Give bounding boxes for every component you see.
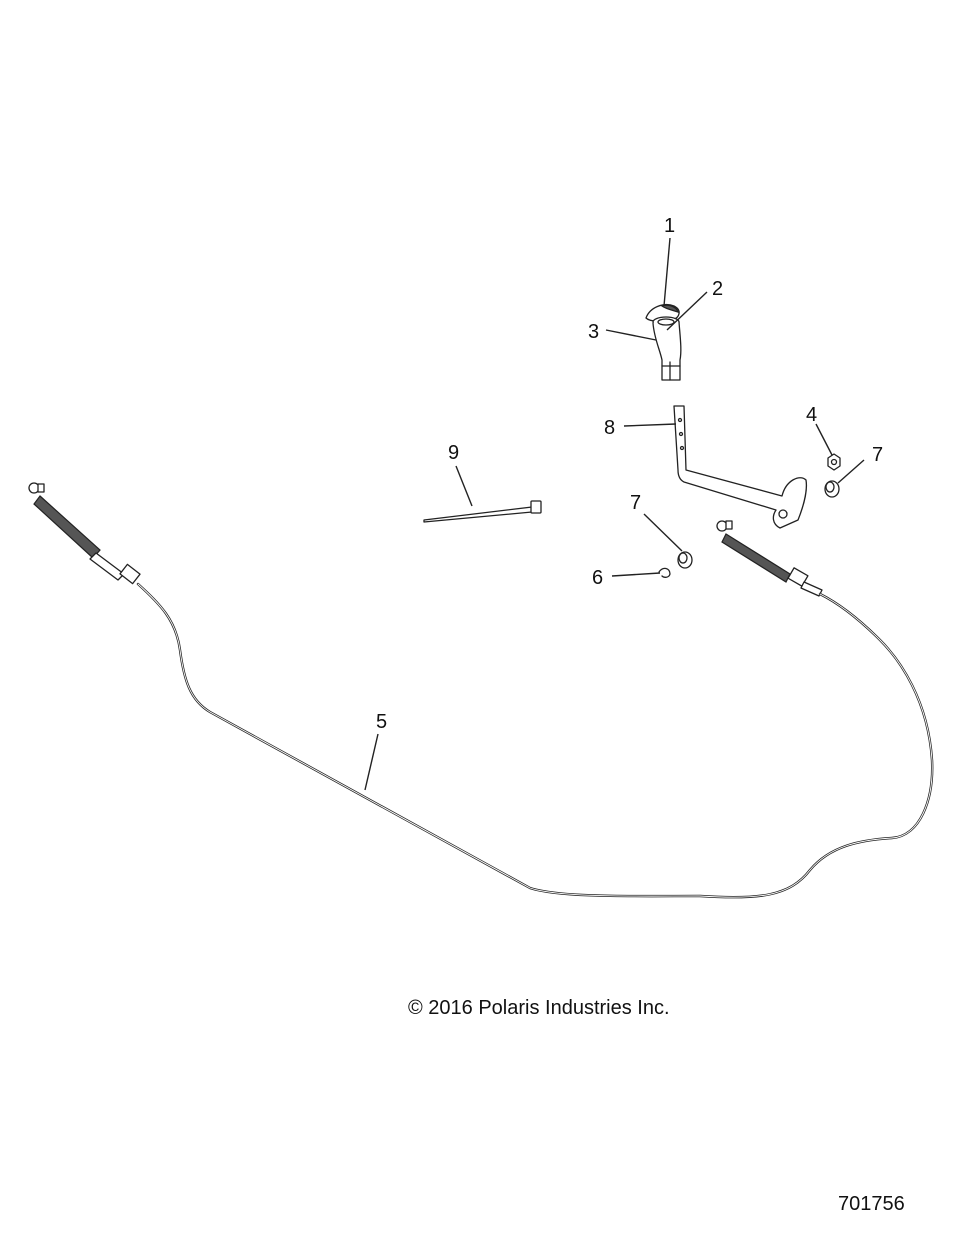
part-7-bushing-right — [824, 480, 840, 498]
part-7-bushing-lower — [677, 551, 693, 569]
callout-8: 8 — [604, 417, 615, 439]
drawing-number: 701756 — [838, 1193, 905, 1215]
part-8-shift-lever — [673, 405, 808, 529]
leader-8 — [623, 423, 677, 427]
callout-2: 2 — [712, 278, 723, 300]
part-3-shift-knob — [652, 316, 682, 381]
leader-2 — [666, 291, 708, 331]
callout-6: 6 — [592, 567, 603, 589]
leader-5 — [364, 733, 379, 791]
callout-5: 5 — [376, 711, 387, 733]
callout-3: 3 — [588, 321, 599, 343]
leader-9 — [455, 465, 473, 507]
leader-7b — [643, 513, 683, 552]
callout-9: 9 — [448, 442, 459, 464]
leader-7a — [837, 459, 865, 484]
part-5-shift-cable — [28, 482, 934, 899]
part-6-clip — [658, 567, 671, 578]
part-4-nut — [827, 453, 841, 471]
callout-1: 1 — [664, 215, 675, 237]
leader-1 — [663, 237, 671, 307]
copyright-notice: © 2016 Polaris Industries Inc. — [408, 997, 670, 1019]
callout-4: 4 — [806, 404, 817, 426]
leader-6 — [611, 572, 661, 577]
callout-7a: 7 — [872, 444, 883, 466]
cable-right-end — [716, 520, 823, 597]
cable-left-end — [28, 482, 141, 585]
callout-7b: 7 — [630, 492, 641, 514]
leader-3 — [605, 329, 657, 341]
part-9-cable-tie — [423, 500, 542, 523]
leader-4 — [815, 423, 833, 456]
